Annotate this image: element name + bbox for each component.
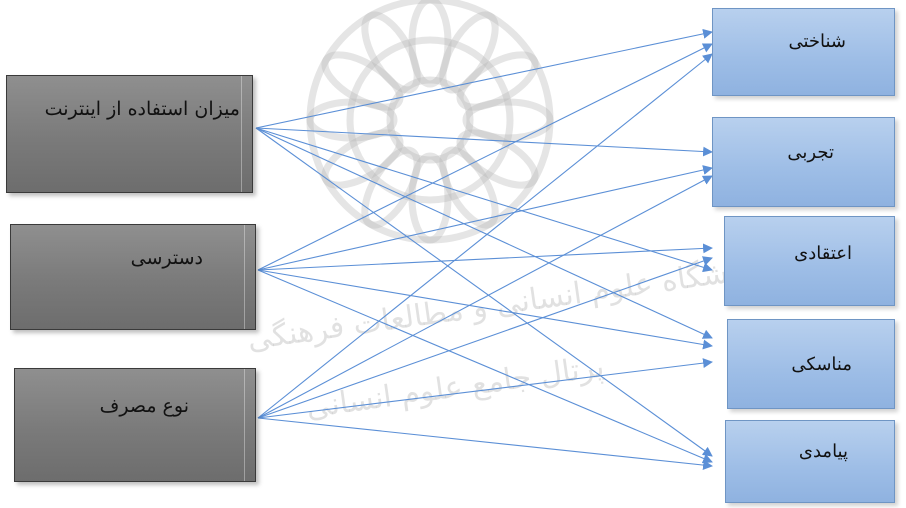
arrow-access-to-consequential [257, 269, 713, 464]
target-box-ritual: مناسکی [727, 319, 895, 409]
target-label-consequential: پیامدی [798, 441, 848, 462]
arrow-internet_use-to-experiential [255, 127, 713, 157]
arrow-consumption_type-to-belief [257, 256, 713, 419]
arrow-internet_use-to-belief [255, 127, 713, 273]
source-label-consumption-type: نوع مصرف [99, 395, 189, 417]
target-label-experiential: تجربی [787, 142, 834, 163]
source-box-internet-use: میزان استفاده از اینترنت [6, 75, 253, 193]
arrow-access-to-experiential [257, 165, 713, 271]
source-box-access: دسترسی [10, 224, 256, 330]
source-box-consumption-type: نوع مصرف [14, 368, 256, 482]
arrow-consumption_type-to-cognitive [257, 53, 713, 419]
arrow-access-to-belief [257, 243, 713, 271]
source-label-internet-use: میزان استفاده از اینترنت [44, 98, 240, 120]
target-label-cognitive: شناختی [788, 31, 846, 52]
arrow-internet_use-to-cognitive [255, 28, 713, 129]
source-label-access: دسترسی [130, 247, 203, 269]
arrow-internet_use-to-ritual [255, 127, 713, 339]
target-box-cognitive: شناختی [712, 8, 895, 96]
target-label-belief: اعتقادی [794, 243, 852, 264]
target-label-ritual: مناسکی [791, 354, 852, 375]
target-box-belief: اعتقادی [724, 216, 895, 306]
target-box-experiential: تجربی [712, 117, 895, 207]
arrow-access-to-ritual [257, 269, 713, 350]
arrow-consumption_type-to-experiential [257, 175, 713, 419]
arrow-internet_use-to-consequential [255, 127, 713, 457]
arrow-consumption_type-to-consequential [257, 417, 713, 470]
target-box-consequential: پیامدی [725, 420, 895, 503]
arrow-consumption_type-to-ritual [257, 358, 713, 419]
arrow-access-to-cognitive [257, 43, 713, 271]
